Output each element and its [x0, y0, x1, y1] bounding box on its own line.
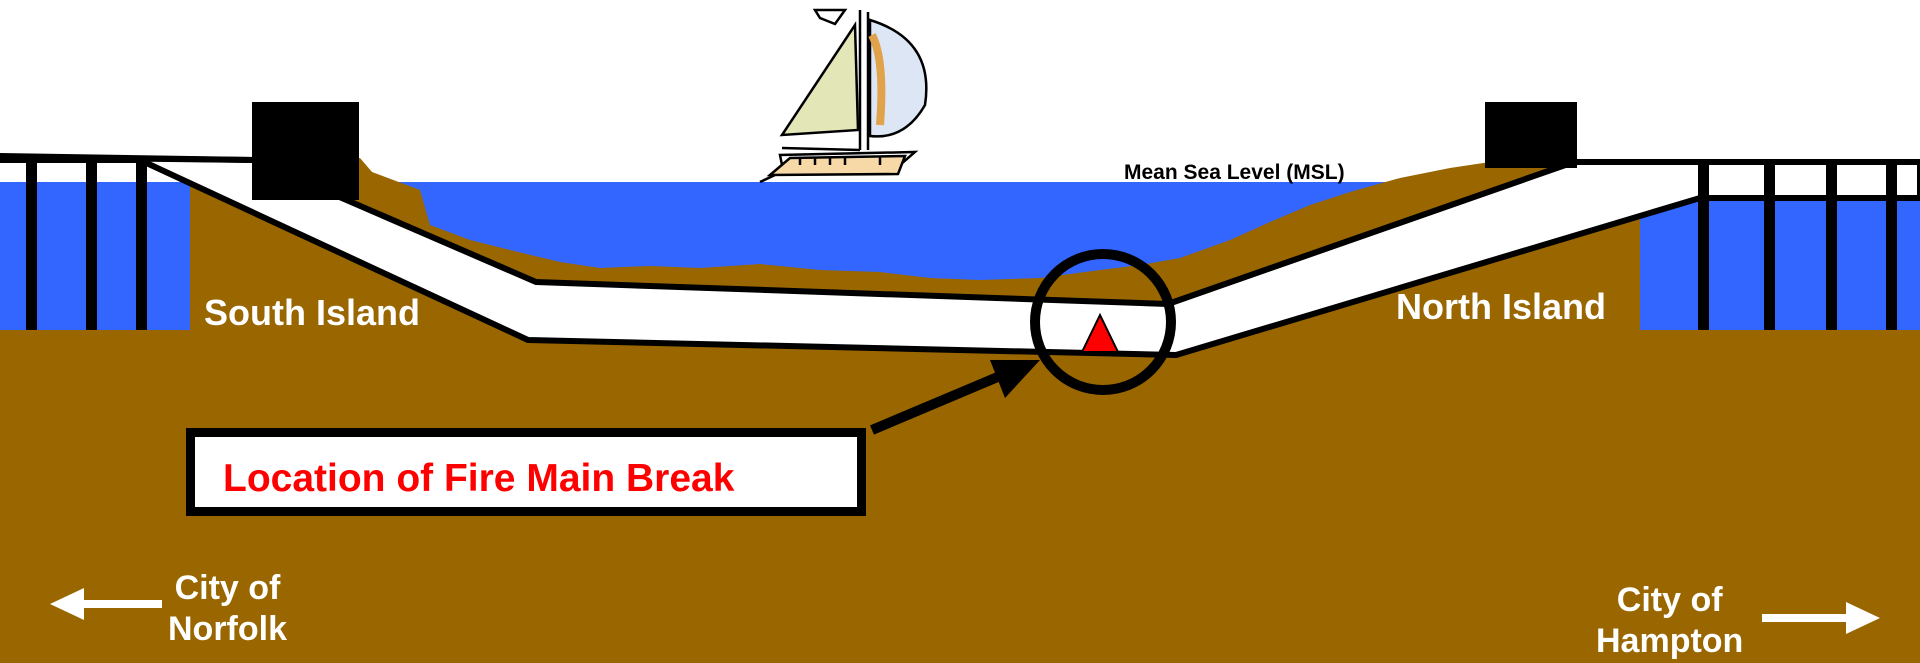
callout-arrowhead: [990, 360, 1040, 398]
callout-leader-line: [870, 371, 1002, 435]
arrow-left-icon: [50, 588, 162, 620]
city-norfolk-label: City of Norfolk: [168, 568, 287, 650]
north-island-label: North Island: [1396, 286, 1607, 327]
arrow-right-icon: [1762, 602, 1880, 634]
callout-box: Location of Fire Main Break: [186, 428, 866, 516]
city-hampton-label: City of Hampton: [1596, 580, 1743, 662]
city-norfolk-line1: City of: [174, 569, 281, 607]
break-highlight-circle: [1030, 249, 1176, 395]
callout-label: Location of Fire Main Break: [223, 457, 735, 500]
south-island-label: South Island: [204, 292, 420, 333]
city-hampton-line1: City of: [1616, 581, 1723, 619]
trestle-pile: [1698, 162, 1709, 330]
trestle-pile: [136, 160, 147, 330]
ventilation-building-north: [1485, 102, 1577, 168]
trestle-pile: [86, 160, 97, 330]
city-norfolk-line2: Norfolk: [168, 610, 287, 648]
triangle-marker-icon: [1080, 312, 1120, 353]
msl-label: Mean Sea Level (MSL): [1124, 161, 1345, 184]
trestle-deck-left: [0, 154, 255, 163]
trestle-pile: [1764, 162, 1775, 330]
ventilation-building-south: [252, 102, 359, 200]
city-hampton-line2: Hampton: [1596, 622, 1744, 660]
trestle-pile: [26, 160, 37, 330]
trestle-pile: [1886, 162, 1897, 330]
sailboat-icon: [759, 8, 928, 184]
trestle-pile: [1826, 162, 1837, 330]
